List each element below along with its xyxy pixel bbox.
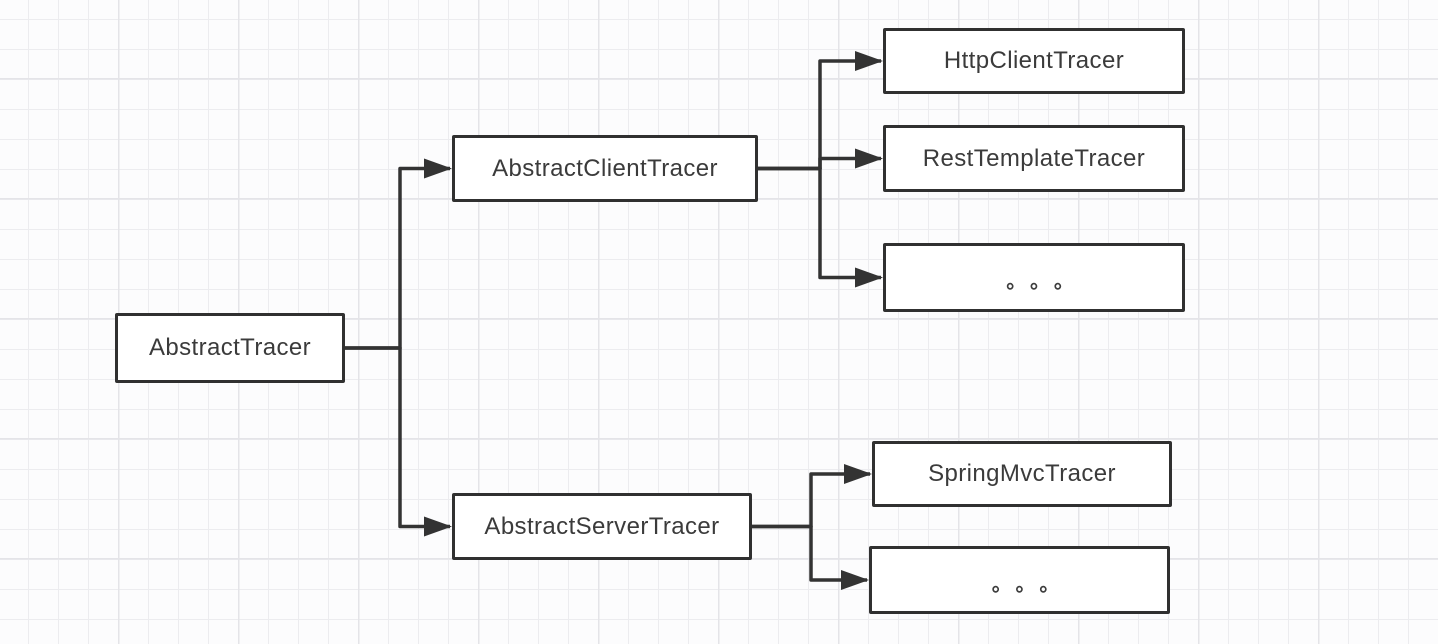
node-abstract-tracer[interactable]: AbstractTracer	[115, 313, 345, 383]
edge-abstract-client-tracer-to-http-client-tracer	[758, 51, 883, 171]
node-client-more-label: ◦ ◦ ◦	[1005, 272, 1067, 301]
node-abstract-client-tracer[interactable]: AbstractClientTracer	[452, 135, 758, 202]
edge-abstract-tracer-to-abstract-server-tracer	[345, 346, 452, 537]
node-rest-template-tracer-label: RestTemplateTracer	[922, 144, 1146, 172]
node-server-more-ellipsis[interactable]: ◦ ◦ ◦	[869, 546, 1170, 614]
edge-abstract-client-tracer-to-client-more	[758, 166, 883, 288]
edge-abstract-tracer-to-abstract-client-tracer	[345, 158, 452, 350]
node-client-more-ellipsis[interactable]: ◦ ◦ ◦	[883, 243, 1185, 312]
node-abstract-client-tracer-label: AbstractClientTracer	[492, 154, 718, 182]
node-http-client-tracer[interactable]: HttpClientTracer	[883, 28, 1185, 94]
node-server-more-label: ◦ ◦ ◦	[991, 574, 1052, 603]
edge-abstract-server-tracer-to-server-more	[752, 524, 869, 590]
node-rest-template-tracer[interactable]: RestTemplateTracer	[883, 125, 1185, 192]
node-abstract-server-tracer[interactable]: AbstractServerTracer	[452, 493, 752, 560]
node-spring-mvc-tracer-label: SpringMvcTracer	[928, 460, 1116, 487]
node-abstract-server-tracer-label: AbstractServerTracer	[484, 512, 720, 540]
node-spring-mvc-tracer[interactable]: SpringMvcTracer	[872, 441, 1172, 507]
edge-abstract-server-tracer-to-spring-mvc-tracer	[752, 464, 872, 529]
node-abstract-tracer-label: AbstractTracer	[148, 334, 312, 361]
node-http-client-tracer-label: HttpClientTracer	[943, 47, 1125, 74]
